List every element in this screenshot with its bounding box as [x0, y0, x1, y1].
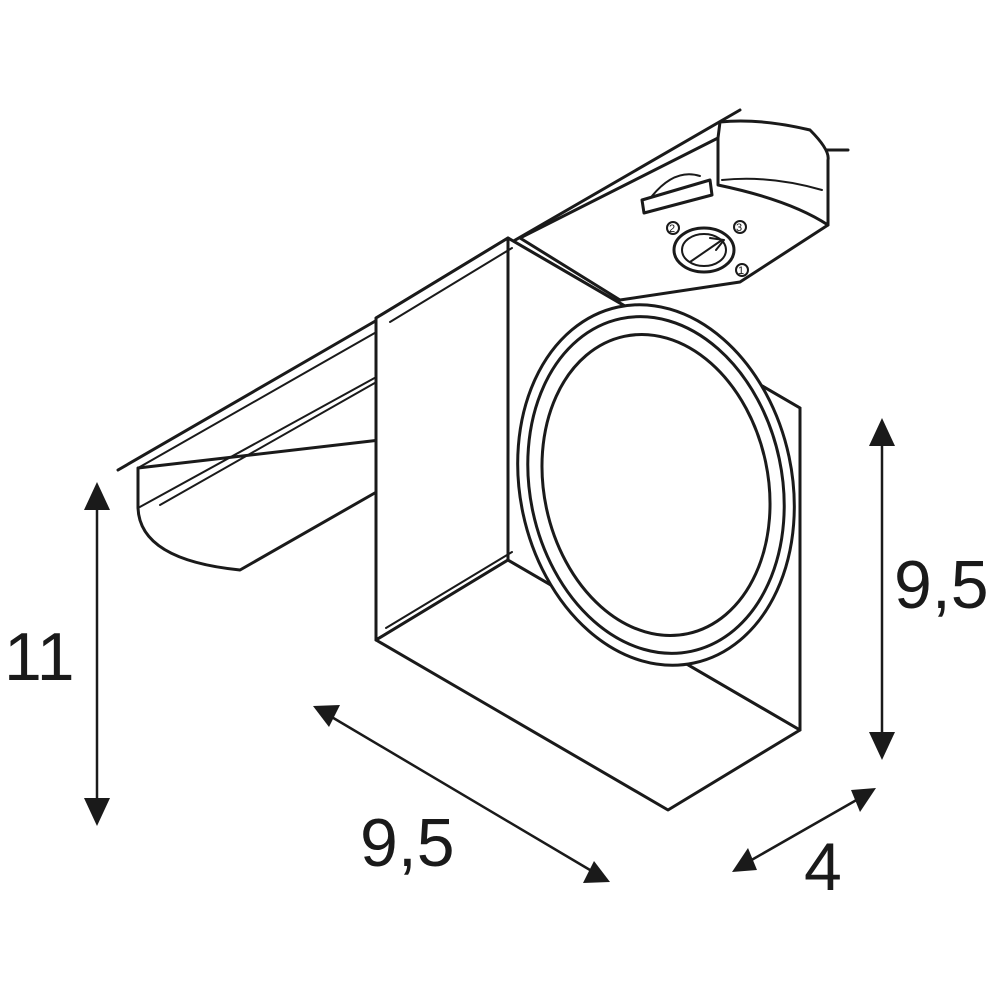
- dimension-height-total: 11: [4, 482, 110, 826]
- dimension-label-height-front: 9,5: [894, 547, 989, 623]
- dimension-label-height-total: 11: [4, 619, 75, 695]
- track-adapter: 2 3 1: [518, 119, 830, 302]
- adapter-mark-3: 3: [736, 222, 742, 234]
- dimension-label-width-front: 9,5: [360, 805, 455, 881]
- dimension-depth: 4: [732, 788, 876, 905]
- dimension-width-front: 9,5: [313, 705, 610, 883]
- dimension-height-front: 9,5: [869, 418, 989, 760]
- adapter-mark-2: 2: [669, 223, 675, 235]
- dimension-label-depth: 4: [804, 829, 842, 905]
- adapter-mark-1: 1: [738, 265, 744, 277]
- luminaire-housing: [374, 236, 802, 812]
